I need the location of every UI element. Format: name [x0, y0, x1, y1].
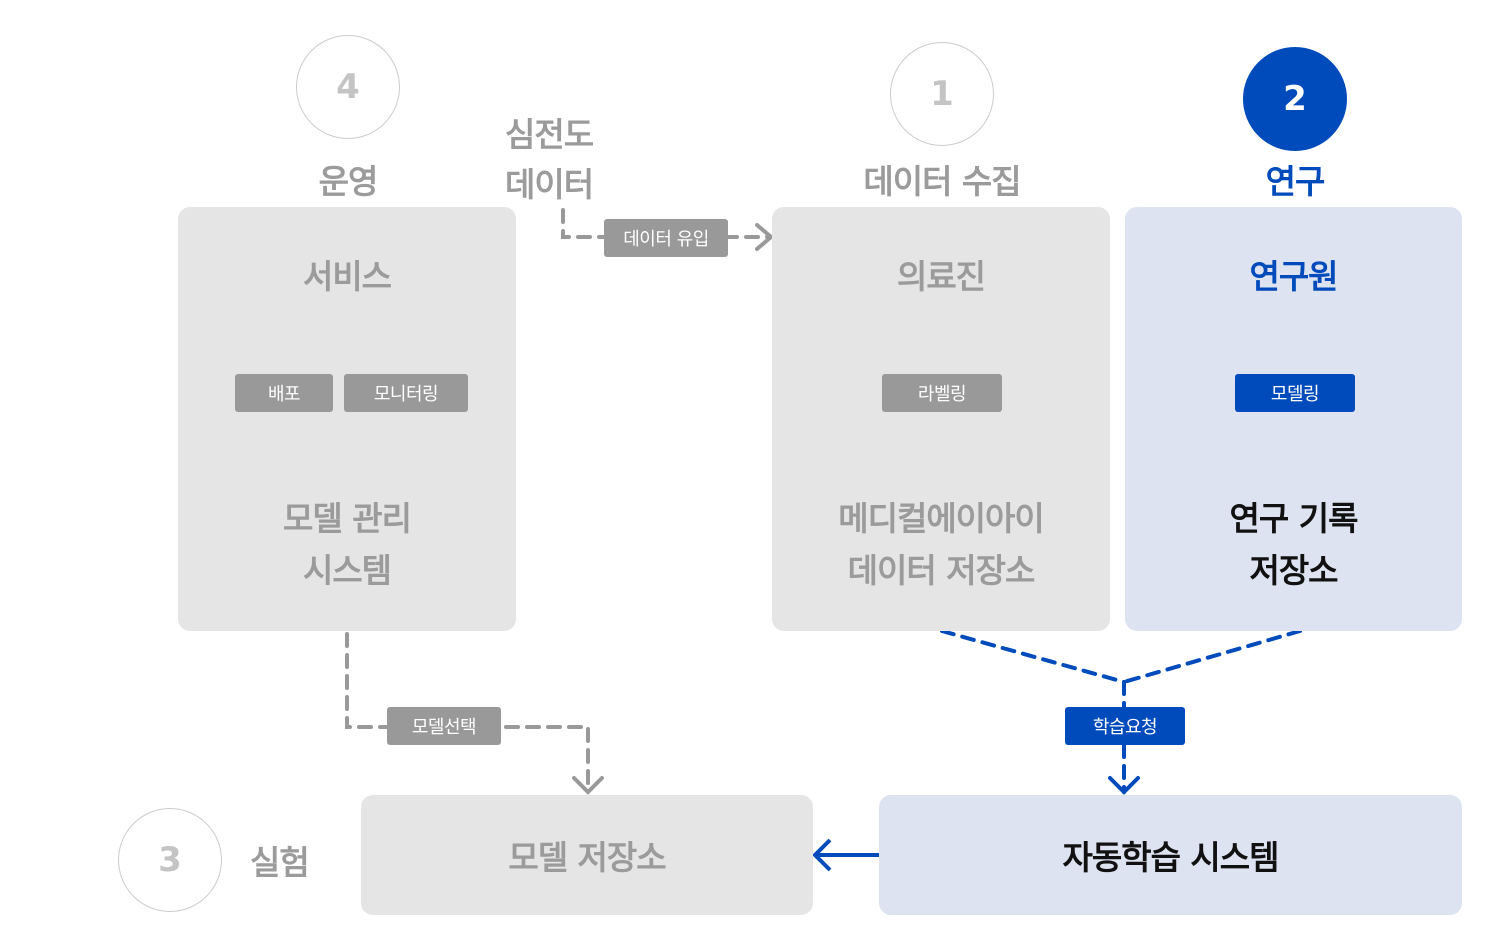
step-3-title: 실험 — [250, 843, 310, 882]
step-3-badge: 3 — [118, 808, 222, 912]
model-select-tag: 모델선택 — [387, 707, 501, 745]
step-1-title: 데이터 수집 — [863, 162, 1021, 201]
data-collection-panel: 의료진 메디컬에이아이 데이터 저장소 — [772, 207, 1110, 631]
step-4-title: 운영 — [318, 162, 379, 201]
step-number: 1 — [930, 74, 954, 114]
research-record-store-line1: 연구 기록 — [1229, 499, 1359, 538]
research-panel: 연구원 연구 기록 저장소 — [1125, 207, 1462, 631]
deploy-tag: 배포 — [235, 374, 333, 412]
train-request-tag: 학습요청 — [1065, 707, 1185, 745]
step-number: 2 — [1283, 79, 1307, 119]
step-number: 4 — [336, 67, 360, 107]
auto-training-box: 자동학습 시스템 — [879, 795, 1462, 915]
model-management-line1: 모델 관리 — [283, 499, 412, 538]
model-store-box: 모델 저장소 — [361, 795, 813, 915]
medical-staff-label: 의료진 — [896, 257, 986, 296]
operations-panel: 서비스 모델 관리 시스템 — [178, 207, 516, 631]
modeling-tag: 모델링 — [1235, 374, 1355, 412]
step-4-badge: 4 — [296, 35, 400, 139]
research-record-store-line2: 저장소 — [1249, 551, 1338, 590]
labeling-tag: 라벨링 — [882, 374, 1002, 412]
step-2-title: 연구 — [1265, 162, 1326, 201]
monitoring-tag: 모니터링 — [344, 374, 468, 412]
step-number: 3 — [158, 840, 182, 880]
data-inflow-tag: 데이터 유입 — [604, 219, 728, 257]
step-2-badge: 2 — [1243, 47, 1347, 151]
service-label: 서비스 — [302, 257, 392, 296]
model-management-line2: 시스템 — [302, 551, 392, 590]
model-store-label: 모델 저장소 — [508, 838, 666, 877]
auto-training-label: 자동학습 시스템 — [1062, 838, 1279, 877]
ecg-data-line1: 심전도 — [505, 115, 594, 154]
deploy-to-store-arrow — [812, 838, 880, 872]
step-1-badge: 1 — [890, 42, 994, 146]
medical-data-store-line2: 데이터 저장소 — [847, 551, 1036, 590]
researcher-label: 연구원 — [1249, 257, 1338, 296]
medical-data-store-line1: 메디컬에이아이 — [838, 499, 1045, 538]
ecg-data-line2: 데이터 — [505, 165, 594, 204]
